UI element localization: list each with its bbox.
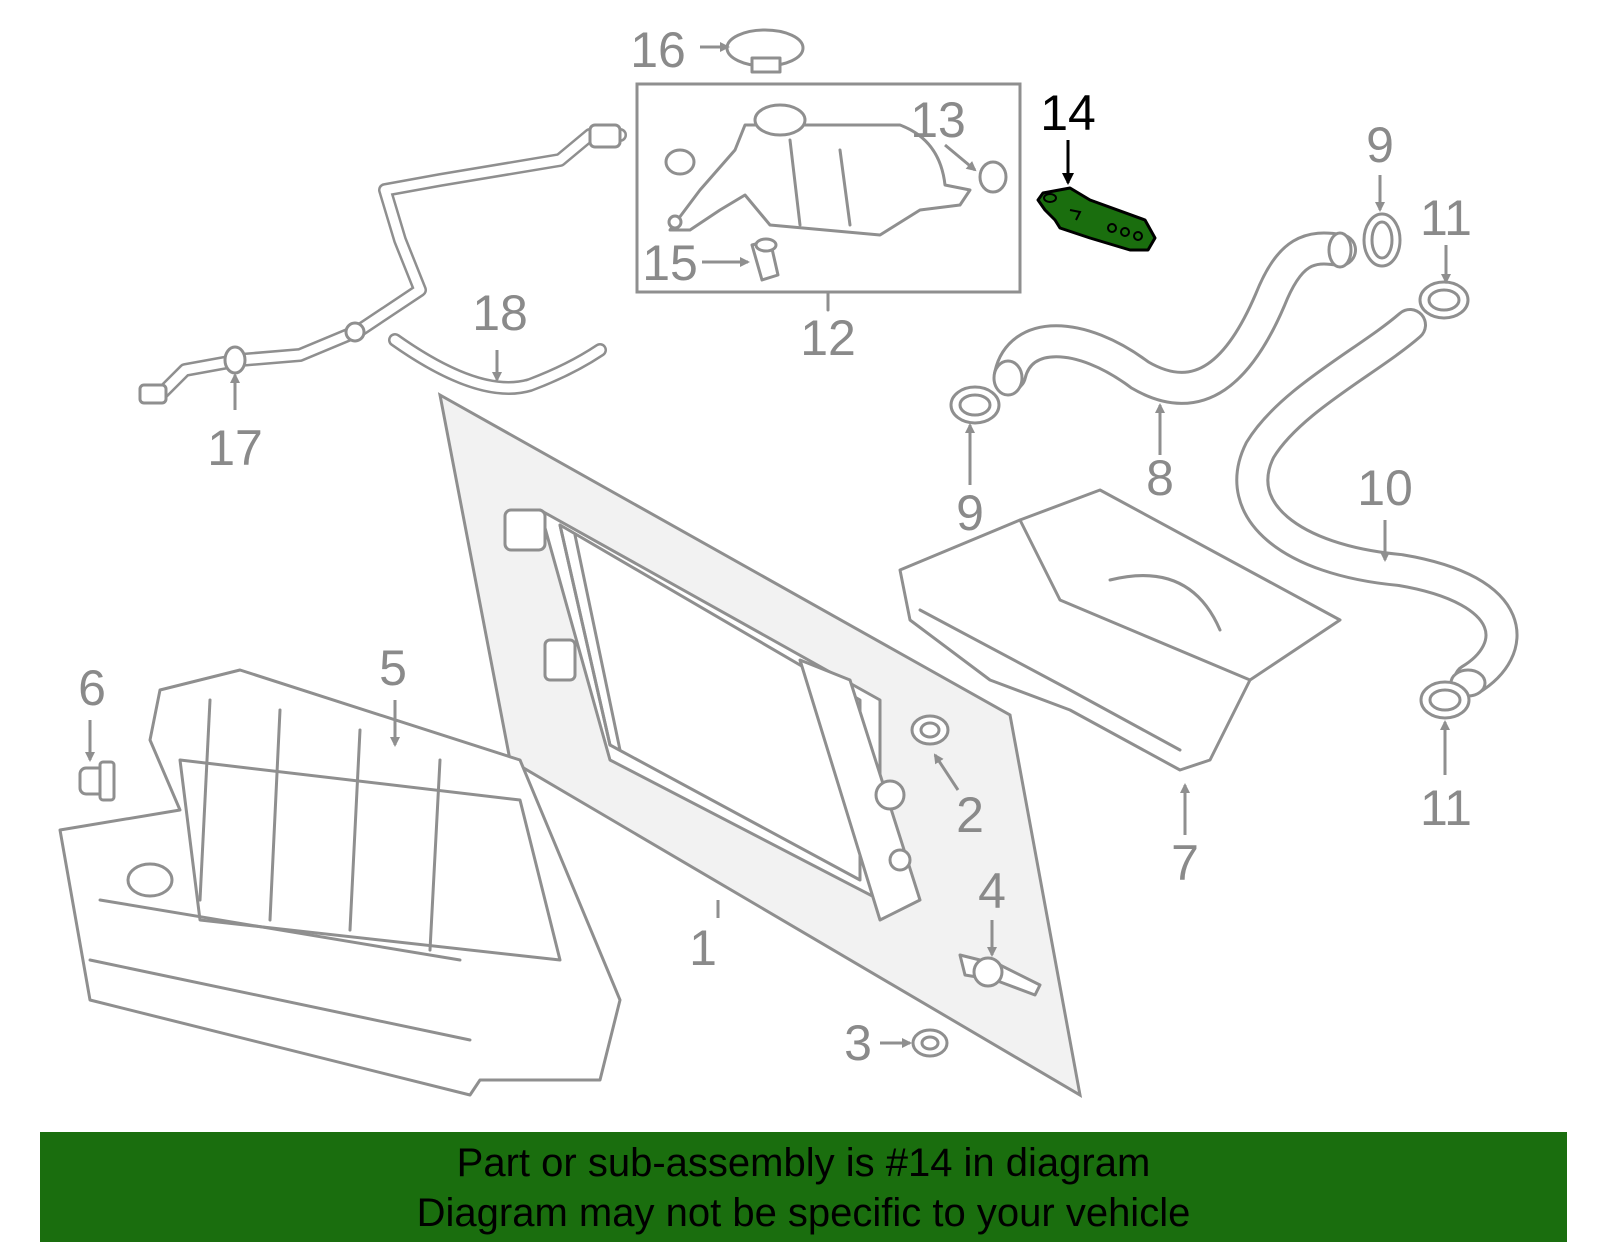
- grommet-3[interactable]: [911, 1028, 949, 1058]
- leader-arrows: [85, 42, 1451, 1048]
- callout-13: 13: [910, 92, 966, 148]
- callout-11-lower: 11: [1420, 780, 1472, 836]
- callout-10: 10: [1357, 460, 1413, 516]
- clamp-11-lower[interactable]: [1419, 680, 1471, 720]
- clip-6[interactable]: [78, 760, 116, 802]
- baffle-7[interactable]: [898, 488, 1342, 772]
- cap-16[interactable]: [725, 28, 805, 74]
- clamp-9-upper[interactable]: [1362, 212, 1402, 268]
- callout-4: 4: [978, 863, 1006, 919]
- callout-5: 5: [379, 640, 407, 696]
- clamp-9-lower[interactable]: [949, 385, 1001, 425]
- callout-15: 15: [642, 235, 698, 291]
- callout-labels: 1 2 3 4 5 6 7 8 9 9 10 11 11 12 13 14 15…: [78, 22, 1472, 1071]
- coolant-reservoir[interactable]: [664, 103, 972, 237]
- plug-13[interactable]: [978, 160, 1008, 194]
- banner-line-1: Part or sub-assembly is #14 in diagram: [456, 1141, 1151, 1185]
- callout-7: 7: [1171, 835, 1199, 891]
- info-banner: Part or sub-assembly is #14 in diagram D…: [40, 1132, 1567, 1242]
- clamp-11-upper[interactable]: [1418, 280, 1470, 320]
- callout-9-lower: 9: [956, 485, 984, 541]
- callout-8: 8: [1146, 450, 1174, 506]
- drain-valve-4[interactable]: [958, 953, 1042, 997]
- callout-1: 1: [689, 920, 717, 976]
- callout-3: 3: [844, 1015, 872, 1071]
- grommet-2[interactable]: [910, 714, 950, 746]
- callout-11-upper: 11: [1420, 190, 1472, 246]
- callout-16: 16: [630, 22, 686, 78]
- callout-9-upper: 9: [1366, 117, 1394, 173]
- hose-18[interactable]: [388, 333, 607, 395]
- callout-18: 18: [472, 285, 528, 341]
- callout-2: 2: [956, 787, 984, 843]
- deflector-assembly-5[interactable]: [58, 668, 622, 1097]
- banner-line-2: Diagram may not be specific to your vehi…: [416, 1191, 1191, 1235]
- vent-line-17[interactable]: [138, 123, 627, 405]
- bracket-14-highlighted[interactable]: [1036, 186, 1157, 252]
- upper-hose-8[interactable]: [992, 231, 1357, 405]
- callout-17: 17: [207, 420, 263, 476]
- callout-12: 12: [800, 310, 856, 366]
- callout-14: 14: [1040, 85, 1096, 141]
- radiator[interactable]: [503, 508, 922, 922]
- callout-6: 6: [78, 660, 106, 716]
- fitting-15[interactable]: [750, 237, 780, 282]
